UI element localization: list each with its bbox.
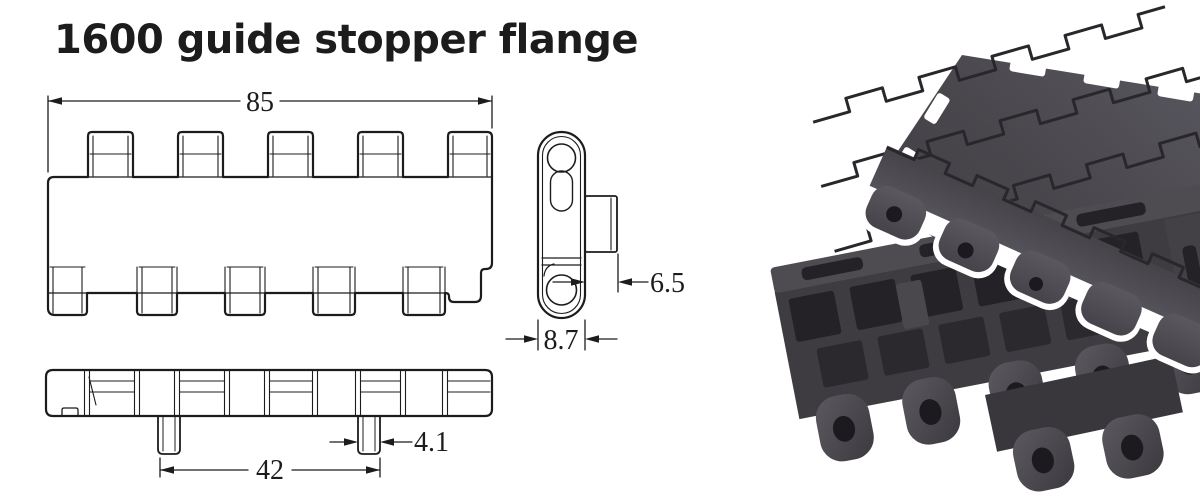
guide-pin-left	[157, 415, 181, 455]
guide-pin-right	[357, 415, 381, 455]
side-view	[536, 130, 618, 320]
droop-hinge-lobes	[865, 186, 1200, 368]
lobe-hole	[886, 206, 903, 223]
dimension-tab-length	[552, 253, 649, 293]
droop-seam	[886, 146, 1200, 292]
arrowheads	[571, 278, 632, 286]
arrowheads	[344, 438, 394, 446]
corner-notch	[61, 407, 79, 417]
dimension-overall-width	[47, 95, 493, 173]
hinge-hole-top	[546, 143, 577, 173]
hinge-lobe	[1152, 313, 1200, 368]
dimension-labels: 85 6.5 8.7 42 4.1	[246, 87, 685, 486]
dim-label-tab-length: 6.5	[650, 268, 685, 299]
page-title: 1600 guide stopper flange	[54, 17, 639, 63]
side-tab	[584, 195, 618, 253]
dim-label-overall-width: 85	[246, 87, 274, 118]
bottom-view	[44, 368, 494, 455]
technical-drawing	[44, 95, 649, 478]
foreground-knuckles	[985, 355, 1183, 492]
knuckle	[815, 393, 874, 462]
dim-label-pin-width: 4.1	[414, 427, 449, 458]
dimension-pin-spacing	[159, 457, 381, 478]
knuckle	[902, 377, 961, 445]
top-view	[46, 130, 494, 317]
droop-row-surface	[869, 145, 1200, 349]
hinge-slot	[549, 170, 574, 212]
lobe-hole	[1029, 276, 1044, 291]
stopper-tab	[895, 279, 930, 330]
dim-label-thickness: 8.7	[544, 325, 579, 356]
belt-droop-row	[859, 145, 1200, 374]
dim-label-pin-spacing: 42	[256, 455, 284, 486]
hinge-lobe	[1081, 282, 1142, 336]
lobe-hole	[957, 242, 974, 259]
hinge-hole-bottom	[545, 274, 578, 306]
product-photo	[770, 2, 1200, 492]
hinge-lobe	[1009, 250, 1071, 304]
dimension-pin-width	[329, 438, 413, 446]
dimension-thickness	[505, 319, 618, 351]
